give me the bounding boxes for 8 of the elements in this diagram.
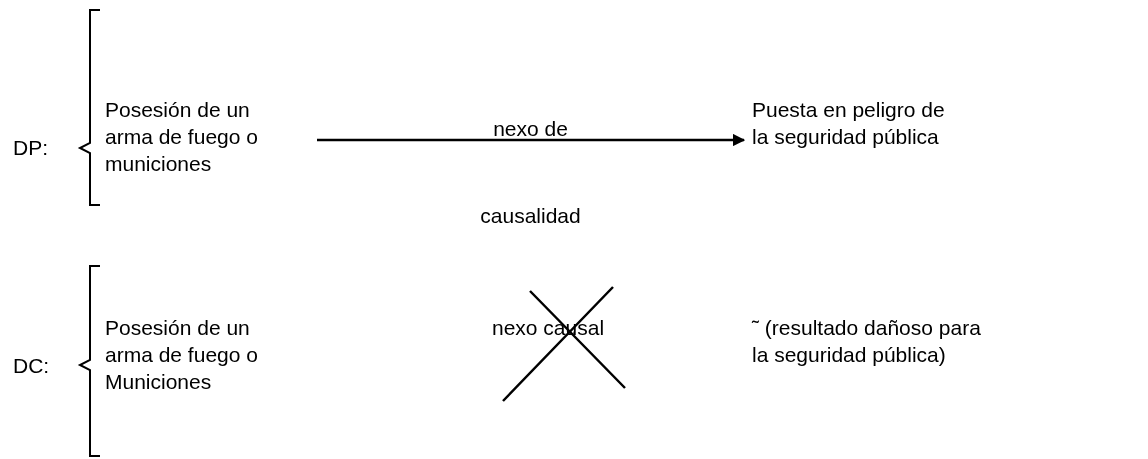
statement-text: ˜ (resultado dañoso para la seguridad pública)	[752, 314, 992, 368]
statement-text: Puesta en peligro de la seguridad pública	[752, 96, 952, 150]
section-label: DC:	[13, 353, 50, 379]
statement-text: Posesión de un arma de fuego o Municiones	[105, 314, 295, 395]
section-label: DP:	[13, 135, 48, 161]
arrow	[317, 133, 746, 147]
statement-text: Posesión de un arma de fuego o municiones	[105, 96, 295, 177]
edge-label: nexo de causalidad	[479, 116, 582, 229]
